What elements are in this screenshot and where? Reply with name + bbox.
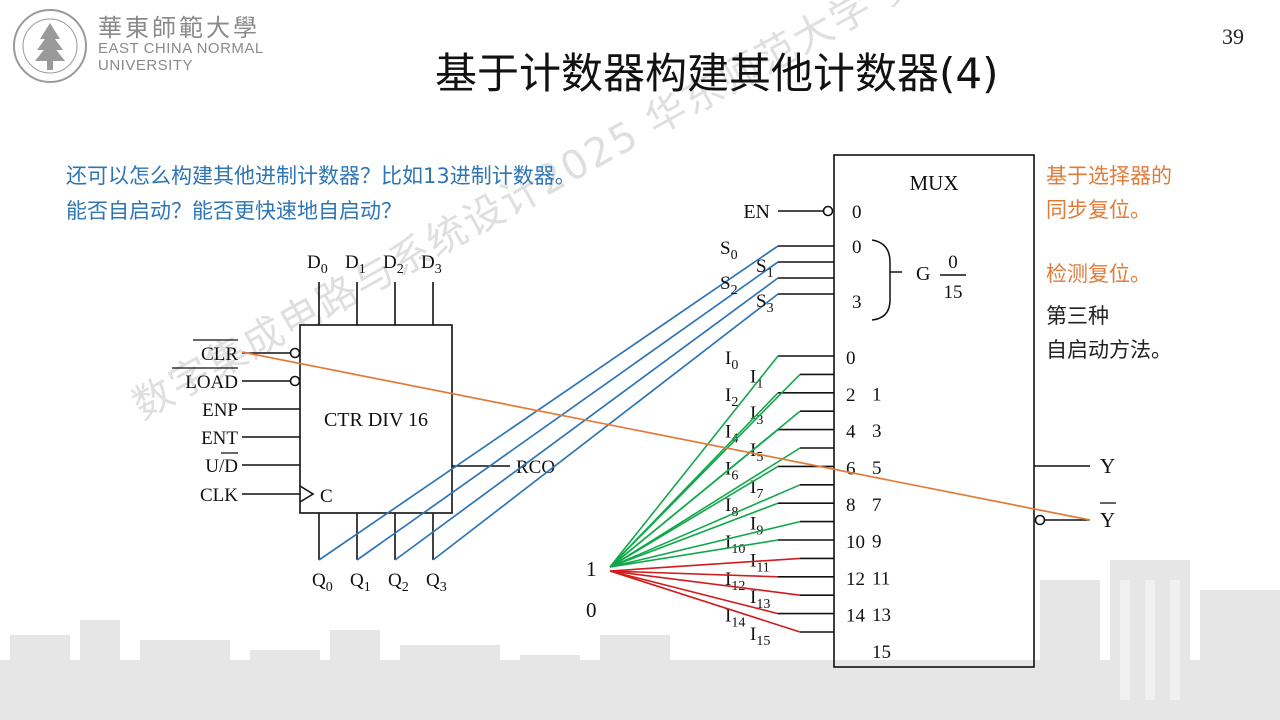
note-third-method-1: 第三种: [1046, 304, 1109, 328]
data-input-label: I7: [750, 477, 763, 502]
mux-pin-number: 3: [872, 421, 882, 442]
clk-label: CLK: [200, 485, 238, 506]
counter-name: CTR DIV 16: [324, 409, 428, 431]
logo-english-name: EAST CHINA NORMAL UNIVERSITY: [98, 40, 264, 74]
clock-input-label: C: [320, 486, 333, 507]
note-detect-reset: 检测复位。: [1046, 262, 1151, 286]
group-bottom: 15: [944, 282, 963, 303]
y-bar-output-label: Y: [1100, 508, 1115, 532]
en-label: EN: [743, 201, 770, 223]
ent-label: ENT: [201, 428, 238, 449]
group-top: 0: [948, 252, 958, 273]
mux-pin-number: 6: [846, 458, 856, 479]
green-constant-wire: [609, 484, 801, 568]
mux-pin-number: 12: [846, 569, 865, 590]
mux-pin-number: 7: [872, 495, 882, 516]
page-number: 39: [1222, 24, 1244, 49]
logo-english-line2: UNIVERSITY: [98, 57, 194, 74]
counter-block: [299, 324, 453, 514]
select-pin-high: 3: [852, 292, 862, 313]
orange-reset-wire: [241, 351, 1091, 521]
mux-pin-number: 10: [846, 532, 865, 553]
data-input-label: I2: [725, 385, 738, 410]
note-sync-reset-1: 基于选择器的: [1046, 164, 1172, 188]
constant-one: 1: [586, 557, 597, 581]
mux-name: MUX: [909, 171, 958, 195]
green-constant-wire: [609, 520, 801, 568]
mux-pin-number: 1: [872, 384, 882, 405]
mux-pin-number: 13: [872, 605, 891, 626]
data-input-label: I12: [725, 569, 745, 594]
green-constant-wire: [609, 465, 779, 568]
en-pin-number: 0: [852, 202, 862, 223]
question-line-1: 还可以怎么构建其他进制计数器？比如13进制计数器。: [66, 164, 576, 188]
green-constant-wire: [609, 392, 779, 568]
s1-label: S1: [756, 256, 774, 281]
data-input-label: I15: [750, 624, 770, 649]
y-output-label: Y: [1100, 454, 1115, 478]
mux-pin-number: 15: [872, 642, 891, 663]
red-constant-wire: [609, 570, 801, 596]
slide-title: 基于计数器构建其他计数器(4): [435, 49, 999, 98]
s0-label: S0: [720, 238, 738, 263]
campus-skyline-background: [0, 560, 1280, 720]
red-constant-wire: [609, 557, 801, 572]
d2-label: D2: [383, 252, 404, 277]
data-input-label: I0: [725, 348, 738, 373]
mux-block: [833, 154, 1035, 668]
red-constant-wire: [609, 570, 779, 578]
note-third-method-2: 自启动方法。: [1046, 338, 1172, 362]
university-logo-icon: [13, 9, 87, 83]
mux-pin-number: 9: [872, 532, 882, 553]
green-constant-wire: [609, 355, 779, 568]
d3-label: D3: [421, 252, 442, 277]
mux-pin-number: 8: [846, 495, 856, 516]
ud-label: U/D: [205, 456, 238, 477]
mux-pin-number: 4: [846, 422, 856, 443]
q1-label: Q1: [350, 570, 371, 595]
blue-wires: [318, 245, 779, 561]
data-input-label: I11: [750, 550, 770, 575]
s3-label: S3: [756, 291, 774, 316]
group-label: G: [916, 263, 930, 285]
q0-label: Q0: [312, 570, 333, 595]
select-pin-low: 0: [852, 237, 862, 258]
mux-pin-number: 5: [872, 458, 882, 479]
d0-label: D0: [307, 252, 328, 277]
q2-label: Q2: [388, 570, 409, 595]
question-line-2: 能否自启动？能否更快速地自启动？: [66, 199, 402, 223]
note-sync-reset-2: 同步复位。: [1046, 198, 1151, 222]
q3-label: Q3: [426, 570, 447, 595]
d1-label: D1: [345, 252, 366, 277]
red-constant-wire: [609, 570, 779, 615]
data-input-label: I9: [750, 514, 763, 539]
red-constant-wire: [609, 570, 801, 633]
enp-label: ENP: [202, 400, 238, 421]
mux-pin-number: 11: [872, 568, 890, 589]
mux-pin-number: 14: [846, 606, 866, 627]
green-constant-wire: [609, 502, 779, 568]
clr-label: CLR: [201, 344, 238, 365]
mux-pin-number: 2: [846, 385, 856, 406]
logo-chinese-name: 華東師範大學: [98, 14, 260, 42]
select-group-brace: [871, 239, 902, 321]
constant-zero: 0: [586, 598, 597, 622]
load-label: LOAD: [185, 372, 238, 393]
logo-english-line1: EAST CHINA NORMAL: [98, 40, 264, 57]
s2-label: S2: [720, 273, 738, 298]
green-constant-wire: [609, 539, 779, 568]
mux-pin-number: 0: [846, 348, 856, 369]
